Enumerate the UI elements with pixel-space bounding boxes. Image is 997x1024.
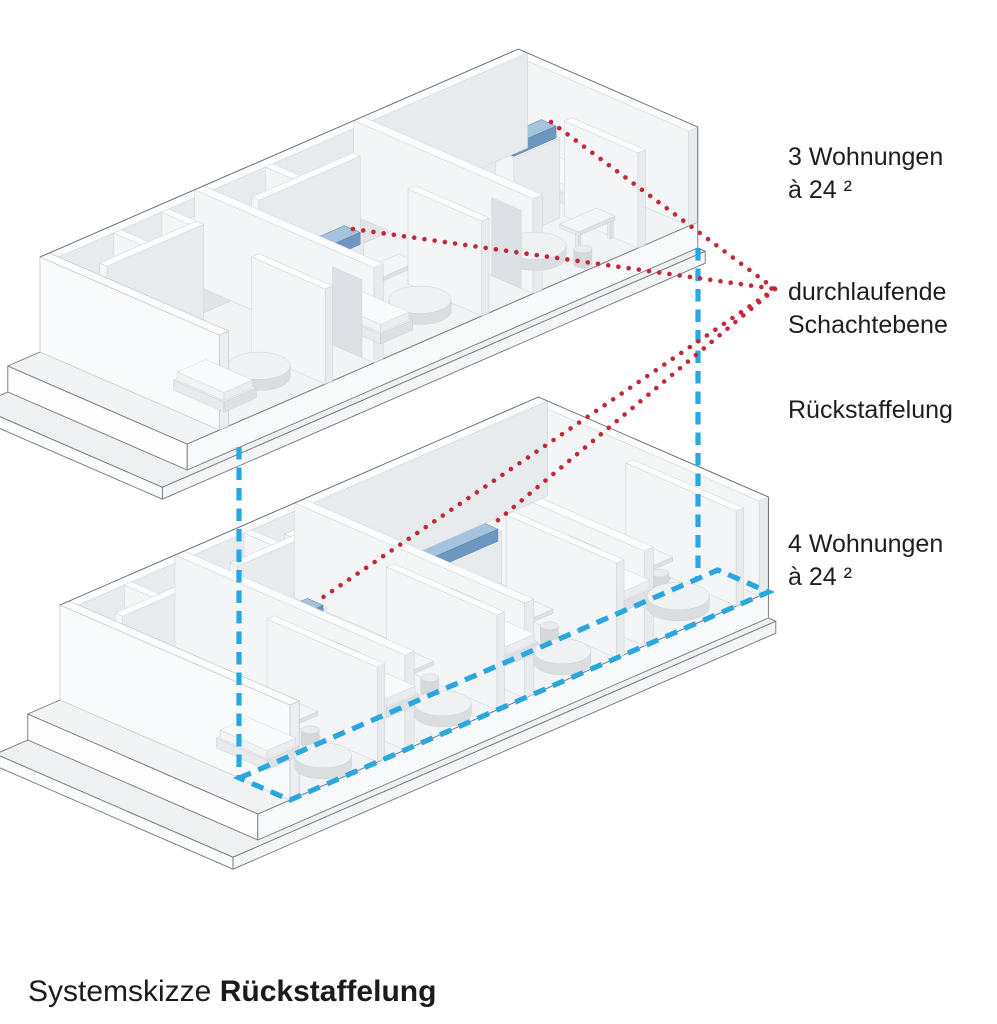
caption-title: Rückstaffelung [219, 975, 437, 1008]
lower-floor-axonometric [0, 396, 777, 870]
caption-prefix: Systemskizze [28, 975, 220, 1008]
annotation-upper-floor-label: 3 Wohnungen à 24 ² [788, 141, 943, 207]
annotation-line: à 24 ² [788, 563, 852, 591]
annotation-line: à 24 ² [788, 176, 852, 204]
annotation-shaft-label: durchlaufende Schachtebene [788, 276, 948, 342]
shaft-dotted-lines [313, 119, 778, 605]
annotation-line: Schachtebene [788, 311, 948, 339]
annotation-line: 3 Wohnungen [788, 143, 944, 171]
annotation-line: Rückstaffelung [788, 396, 953, 424]
figure-caption: Systemskizze Rückstaffelung [28, 975, 436, 1009]
annotation-lower-floor-label: 4 Wohnungen à 24 ² [788, 528, 943, 594]
annotation-setback-label: Rückstaffelung [788, 394, 953, 427]
annotation-line: durchlaufende [788, 278, 947, 306]
setback-dashed-lines [232, 248, 775, 803]
annotation-line: 4 Wohnungen [788, 530, 944, 558]
upper-floor-axonometric [0, 48, 706, 500]
